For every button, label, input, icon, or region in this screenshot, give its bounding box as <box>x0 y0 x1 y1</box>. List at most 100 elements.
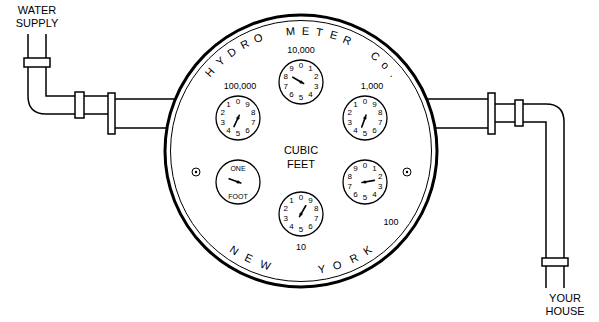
meter-dial: 10,0000123456789 <box>278 59 324 105</box>
dial-pivot <box>363 116 366 119</box>
meter-flange <box>108 93 115 134</box>
dial-digit: 5 <box>299 226 303 234</box>
meter-flange <box>488 93 495 134</box>
dial-digit: 3 <box>284 215 288 223</box>
dial-digit: 2 <box>314 73 318 81</box>
dial-digit: 7 <box>314 215 318 223</box>
meter-dial: 100123456789 <box>278 191 324 237</box>
dial-ring <box>279 60 323 104</box>
arc-letter: H <box>204 66 218 79</box>
meter-dial: 100,0000123456789 <box>215 95 261 141</box>
pipe-label: WATER SUPPLY <box>7 4 67 30</box>
dial-digit: 8 <box>314 205 318 213</box>
dial-digit: 2 <box>221 109 225 117</box>
dial-ring <box>343 96 387 140</box>
dial-digit: 8 <box>284 73 288 81</box>
pipe-coupling <box>515 100 523 126</box>
arc-letter <box>358 42 366 53</box>
dial-hand <box>229 179 241 183</box>
dial-digit: 2 <box>378 173 382 181</box>
supply-pipe <box>28 34 75 114</box>
dial-digit: 3 <box>314 83 318 91</box>
pipe-coupling <box>24 58 50 67</box>
dial-digit: 3 <box>348 119 352 127</box>
dial-digit: 1 <box>308 65 312 73</box>
dial-pivot <box>236 180 239 183</box>
dial-pivot <box>299 212 302 215</box>
arc-letter: R <box>239 38 251 51</box>
dial-hand <box>234 115 239 126</box>
arc-letter: Y <box>317 263 326 275</box>
dial-heading: 10 <box>296 242 306 252</box>
dial-digit: 0 <box>363 162 367 170</box>
dial-digit: 1 <box>353 101 357 109</box>
screw-head <box>403 168 411 176</box>
dial-digit: 0 <box>363 98 367 106</box>
dial-digit: 1 <box>226 101 230 109</box>
dial-digit: 9 <box>308 197 312 205</box>
dial-digit: 8 <box>348 173 352 181</box>
pipe-label: YOUR HOUSE <box>537 292 593 318</box>
dial-digit: 0 <box>236 98 240 106</box>
meter-rim <box>165 15 437 287</box>
arc-letter: E <box>329 29 339 42</box>
dial-digit: 8 <box>251 109 255 117</box>
dial-digit: 0 <box>299 194 303 202</box>
arc-letter: R <box>348 252 360 265</box>
dial-digit: 5 <box>363 130 367 138</box>
pipe-coupling <box>542 258 568 266</box>
dial-digit: 7 <box>378 119 382 127</box>
arc-letter: M <box>286 26 296 38</box>
arc-letter <box>272 28 277 39</box>
arc-letter <box>292 265 296 276</box>
dial-digit: 4 <box>308 91 312 99</box>
screw-slot <box>195 171 197 173</box>
dial-word: ONE <box>230 165 245 172</box>
meter-inner-rim <box>171 21 432 282</box>
inlet-pipe <box>84 96 108 114</box>
dial-digit: 7 <box>251 119 255 127</box>
dial-pivot <box>236 116 239 119</box>
dial-word: FOOT <box>228 193 247 200</box>
dial-digit: 4 <box>289 223 293 231</box>
dial-hand <box>362 115 366 127</box>
arc-letter: O <box>253 32 265 45</box>
dial-digit: 8 <box>378 109 382 117</box>
dial-digit: 1 <box>289 197 293 205</box>
dial-digit: 7 <box>284 83 288 91</box>
pipe-coupling <box>75 92 84 118</box>
dial-heading: 100,000 <box>224 81 257 91</box>
dial-digit: 5 <box>363 194 367 202</box>
arc-letter: D <box>226 46 239 60</box>
screw-head <box>192 168 200 176</box>
arc-letter: N <box>228 244 241 258</box>
arc-letter: C <box>368 50 381 64</box>
arc-letter: T <box>316 27 324 39</box>
dial-hand <box>300 206 306 217</box>
dial-digit: 9 <box>245 101 249 109</box>
dial-ring <box>279 192 323 236</box>
dial-digit: 9 <box>353 165 357 173</box>
meter-dial: 1,0000123456789 <box>342 95 388 141</box>
dial-digit: 9 <box>372 101 376 109</box>
arc-letter: Y <box>214 55 227 68</box>
dial-digit: 2 <box>348 109 352 117</box>
dial-heading: 1,000 <box>361 81 384 91</box>
arc-letter: E <box>243 252 254 265</box>
dial-pivot <box>363 180 366 183</box>
meter-dial: 1000123456789 <box>342 159 388 205</box>
dial-digit: 3 <box>221 119 225 127</box>
dial-heading: 10,000 <box>287 45 315 55</box>
arc-letter: o <box>379 60 391 72</box>
dial-digit: 7 <box>348 183 352 191</box>
dial-digit: 5 <box>299 94 303 102</box>
dial-digit: 4 <box>353 127 357 135</box>
dial-heading: 100 <box>383 217 398 227</box>
meter-face: HYDRO METER Co.CUBIC FEETNEW YORK10,0000… <box>163 13 439 289</box>
arc-letter: R <box>342 34 354 47</box>
unit-label: CUBIC FEET <box>280 143 322 171</box>
arc-letter: W <box>258 259 271 273</box>
arc-letter: K <box>362 244 374 257</box>
dial-digit: 6 <box>289 91 293 99</box>
